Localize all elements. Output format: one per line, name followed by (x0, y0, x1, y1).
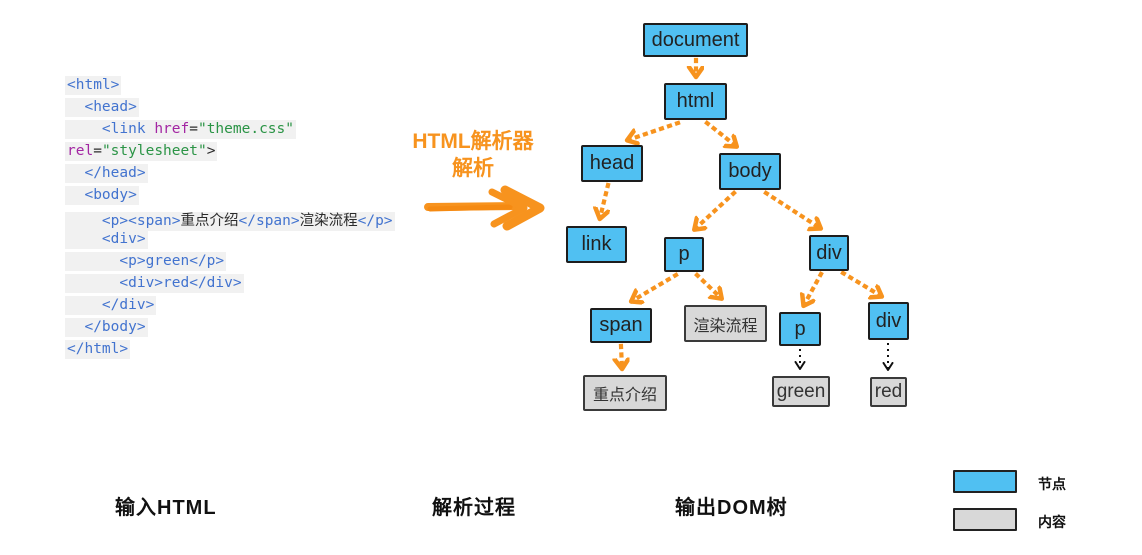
tree-node-text-render: 渲染流程 (684, 305, 767, 342)
code-line: </div> (65, 296, 157, 315)
legend-content-label: 内容 (1038, 514, 1066, 530)
code-line: <html> (65, 76, 122, 95)
caption-output-dom-tree: 输出DOM树 (675, 497, 788, 519)
tree-node-html: html (664, 83, 727, 120)
tree-node-body: body (719, 153, 781, 190)
tree-node-document: document (643, 23, 748, 57)
code-line: <head> (65, 98, 139, 117)
tree-node-span: span (590, 308, 652, 343)
tree-node-link: link (566, 226, 627, 263)
code-line: </html> (65, 340, 131, 359)
code-line: </head> (65, 164, 148, 183)
caption-parse-process: 解析过程 (432, 497, 516, 519)
tree-node-head: head (581, 145, 643, 182)
html-source-code: <html> <head> <link href="theme.css" rel=… (65, 76, 395, 363)
tree-node-text-green: green (772, 376, 830, 407)
code-line: <div> (65, 230, 148, 249)
legend-node-label: 节点 (1038, 476, 1066, 492)
tree-node-div-1: div (809, 235, 849, 271)
legend-node-swatch (953, 470, 1017, 493)
legend-content-swatch (953, 508, 1017, 531)
parser-label: HTML解析器 解析 (398, 128, 548, 182)
code-line: <p><span>重点介绍</span>渲染流程</p> (65, 212, 395, 231)
parse-arrow-icon (424, 185, 545, 231)
code-line: rel="stylesheet"> (65, 142, 218, 161)
code-line: <body> (65, 186, 139, 205)
parser-label-line1: HTML解析器 (412, 130, 534, 153)
code-line: <div>red</div> (65, 274, 244, 293)
tree-node-text-red: red (870, 377, 907, 407)
code-line: </body> (65, 318, 148, 337)
tree-node-p-1: p (664, 237, 704, 272)
parser-label-line2: 解析 (452, 157, 494, 180)
code-line: <p>green</p> (65, 252, 227, 271)
tree-node-text-intro: 重点介绍 (583, 375, 667, 411)
code-line: <link href="theme.css" (65, 120, 296, 139)
tree-node-p-2: p (779, 312, 821, 346)
tree-node-div-2: div (868, 302, 909, 340)
caption-input-html: 输入HTML (115, 497, 217, 519)
